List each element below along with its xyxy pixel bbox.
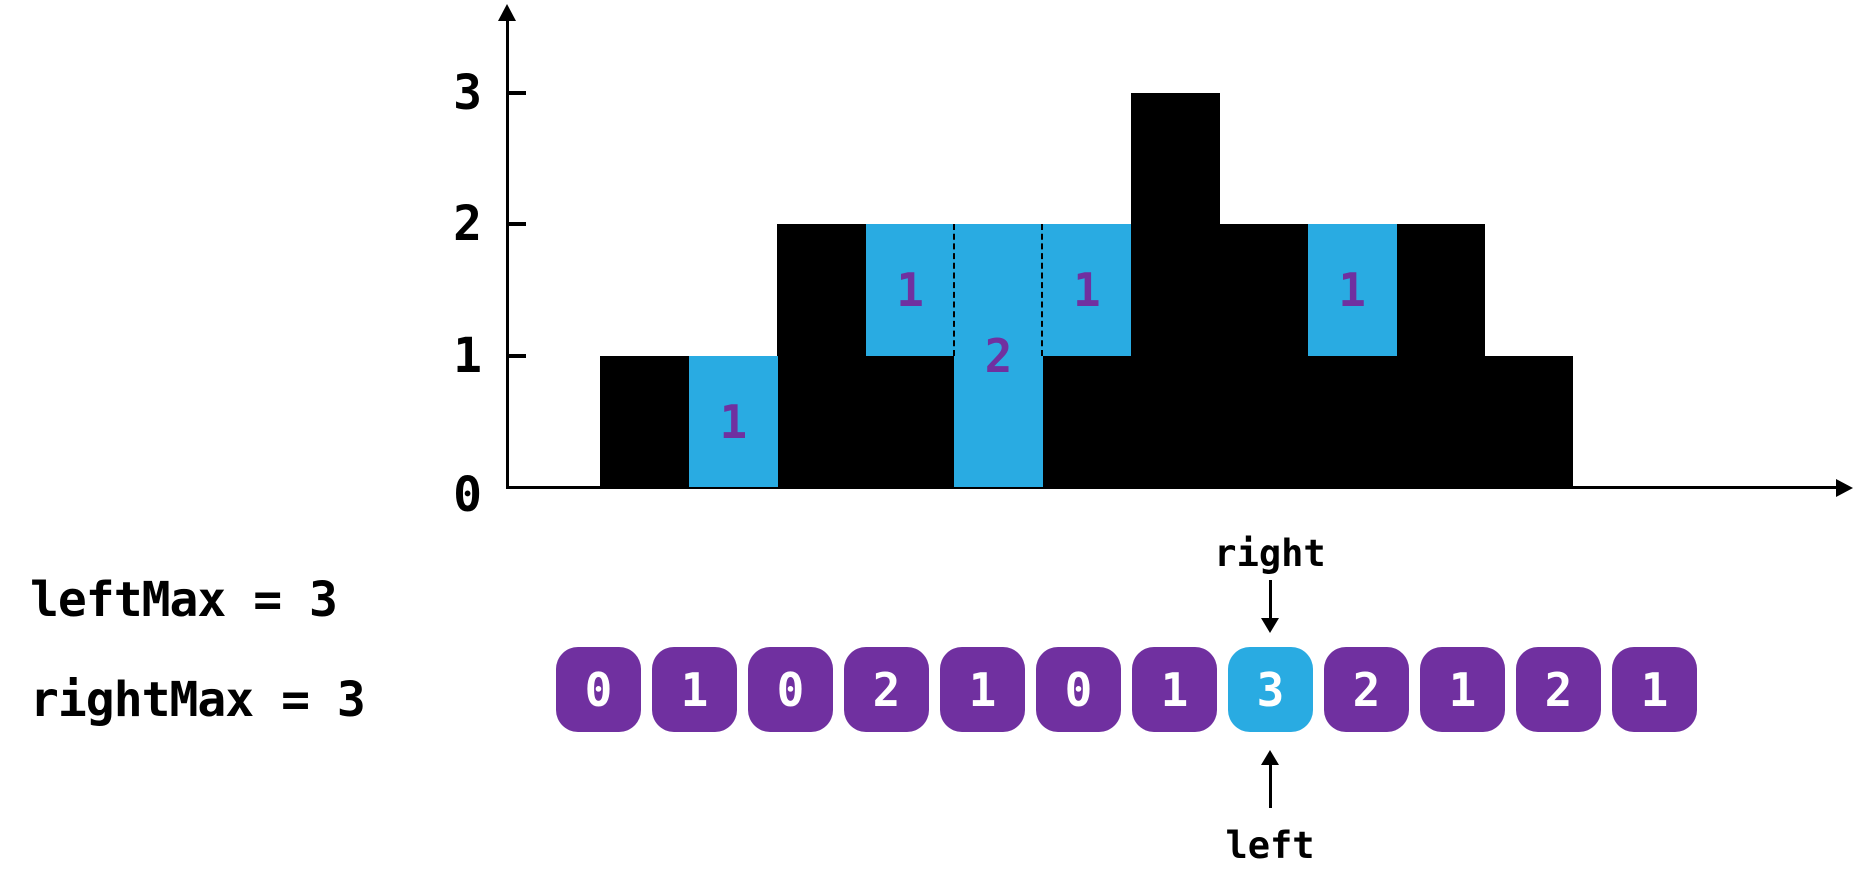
ytick-mark: [507, 353, 526, 358]
water-amount-label: 1: [719, 394, 748, 449]
water-cell: 1: [688, 355, 778, 488]
arrow-down-icon: [1261, 618, 1279, 633]
elevation-bar: [777, 224, 867, 488]
water-amount-label: 1: [1073, 263, 1101, 318]
rightmax-text: rightMax = 3: [30, 672, 366, 728]
water-separator-dashed-line: [953, 224, 955, 356]
left-pointer-label: left: [1225, 824, 1315, 867]
array-cell: 1: [940, 647, 1025, 732]
y-axis: [506, 16, 509, 488]
ytick-mark: [507, 90, 526, 95]
ytick-label: 1: [453, 327, 482, 384]
water-cell: 1: [1307, 224, 1397, 356]
elevation-bar: [1396, 224, 1485, 488]
ytick-label: 2: [453, 196, 482, 253]
ytick-label: 3: [453, 64, 482, 121]
array-cell: 1: [1612, 647, 1697, 732]
array-cell-highlighted: 3: [1228, 647, 1313, 732]
y-axis-arrowhead: [498, 4, 516, 21]
elevation-bar: [600, 355, 690, 488]
water-amount-label: 1: [896, 263, 924, 318]
water-separator-dashed-line: [1041, 224, 1044, 356]
ytick-mark: [507, 222, 526, 227]
array-cell: 1: [652, 647, 737, 732]
array-cell: 0: [556, 647, 641, 732]
array-cell: 2: [1324, 647, 1409, 732]
right-pointer-arrow-shaft: [1269, 580, 1272, 622]
water-amount-label: 1: [1338, 263, 1366, 318]
water-cell: 1: [865, 224, 955, 356]
elevation-bar: [1042, 355, 1132, 488]
array-cell: 0: [1036, 647, 1121, 732]
elevation-bar: [865, 355, 955, 488]
arrow-up-icon: [1261, 750, 1279, 765]
array-cell: 2: [1516, 647, 1601, 732]
elevation-bar: [1219, 224, 1309, 488]
x-axis-arrowhead: [1836, 479, 1853, 497]
water-amount-label: 2: [984, 328, 1013, 383]
elevation-bar: [1130, 92, 1220, 488]
water-cell: 1: [1042, 224, 1132, 356]
leftmax-text: leftMax = 3: [30, 572, 338, 628]
ytick-label: 0: [453, 466, 482, 523]
array-cell: 1: [1420, 647, 1505, 732]
array-cell: 0: [748, 647, 833, 732]
array-cell: 1: [1132, 647, 1217, 732]
right-pointer-label: right: [1214, 532, 1326, 575]
elevation-bar: [1484, 355, 1574, 488]
x-axis: [506, 486, 1838, 489]
array-cell: 2: [844, 647, 929, 732]
water-cell: 2: [954, 224, 1043, 488]
elevation-bar: [1307, 355, 1397, 488]
left-pointer-arrow-shaft: [1269, 763, 1272, 808]
